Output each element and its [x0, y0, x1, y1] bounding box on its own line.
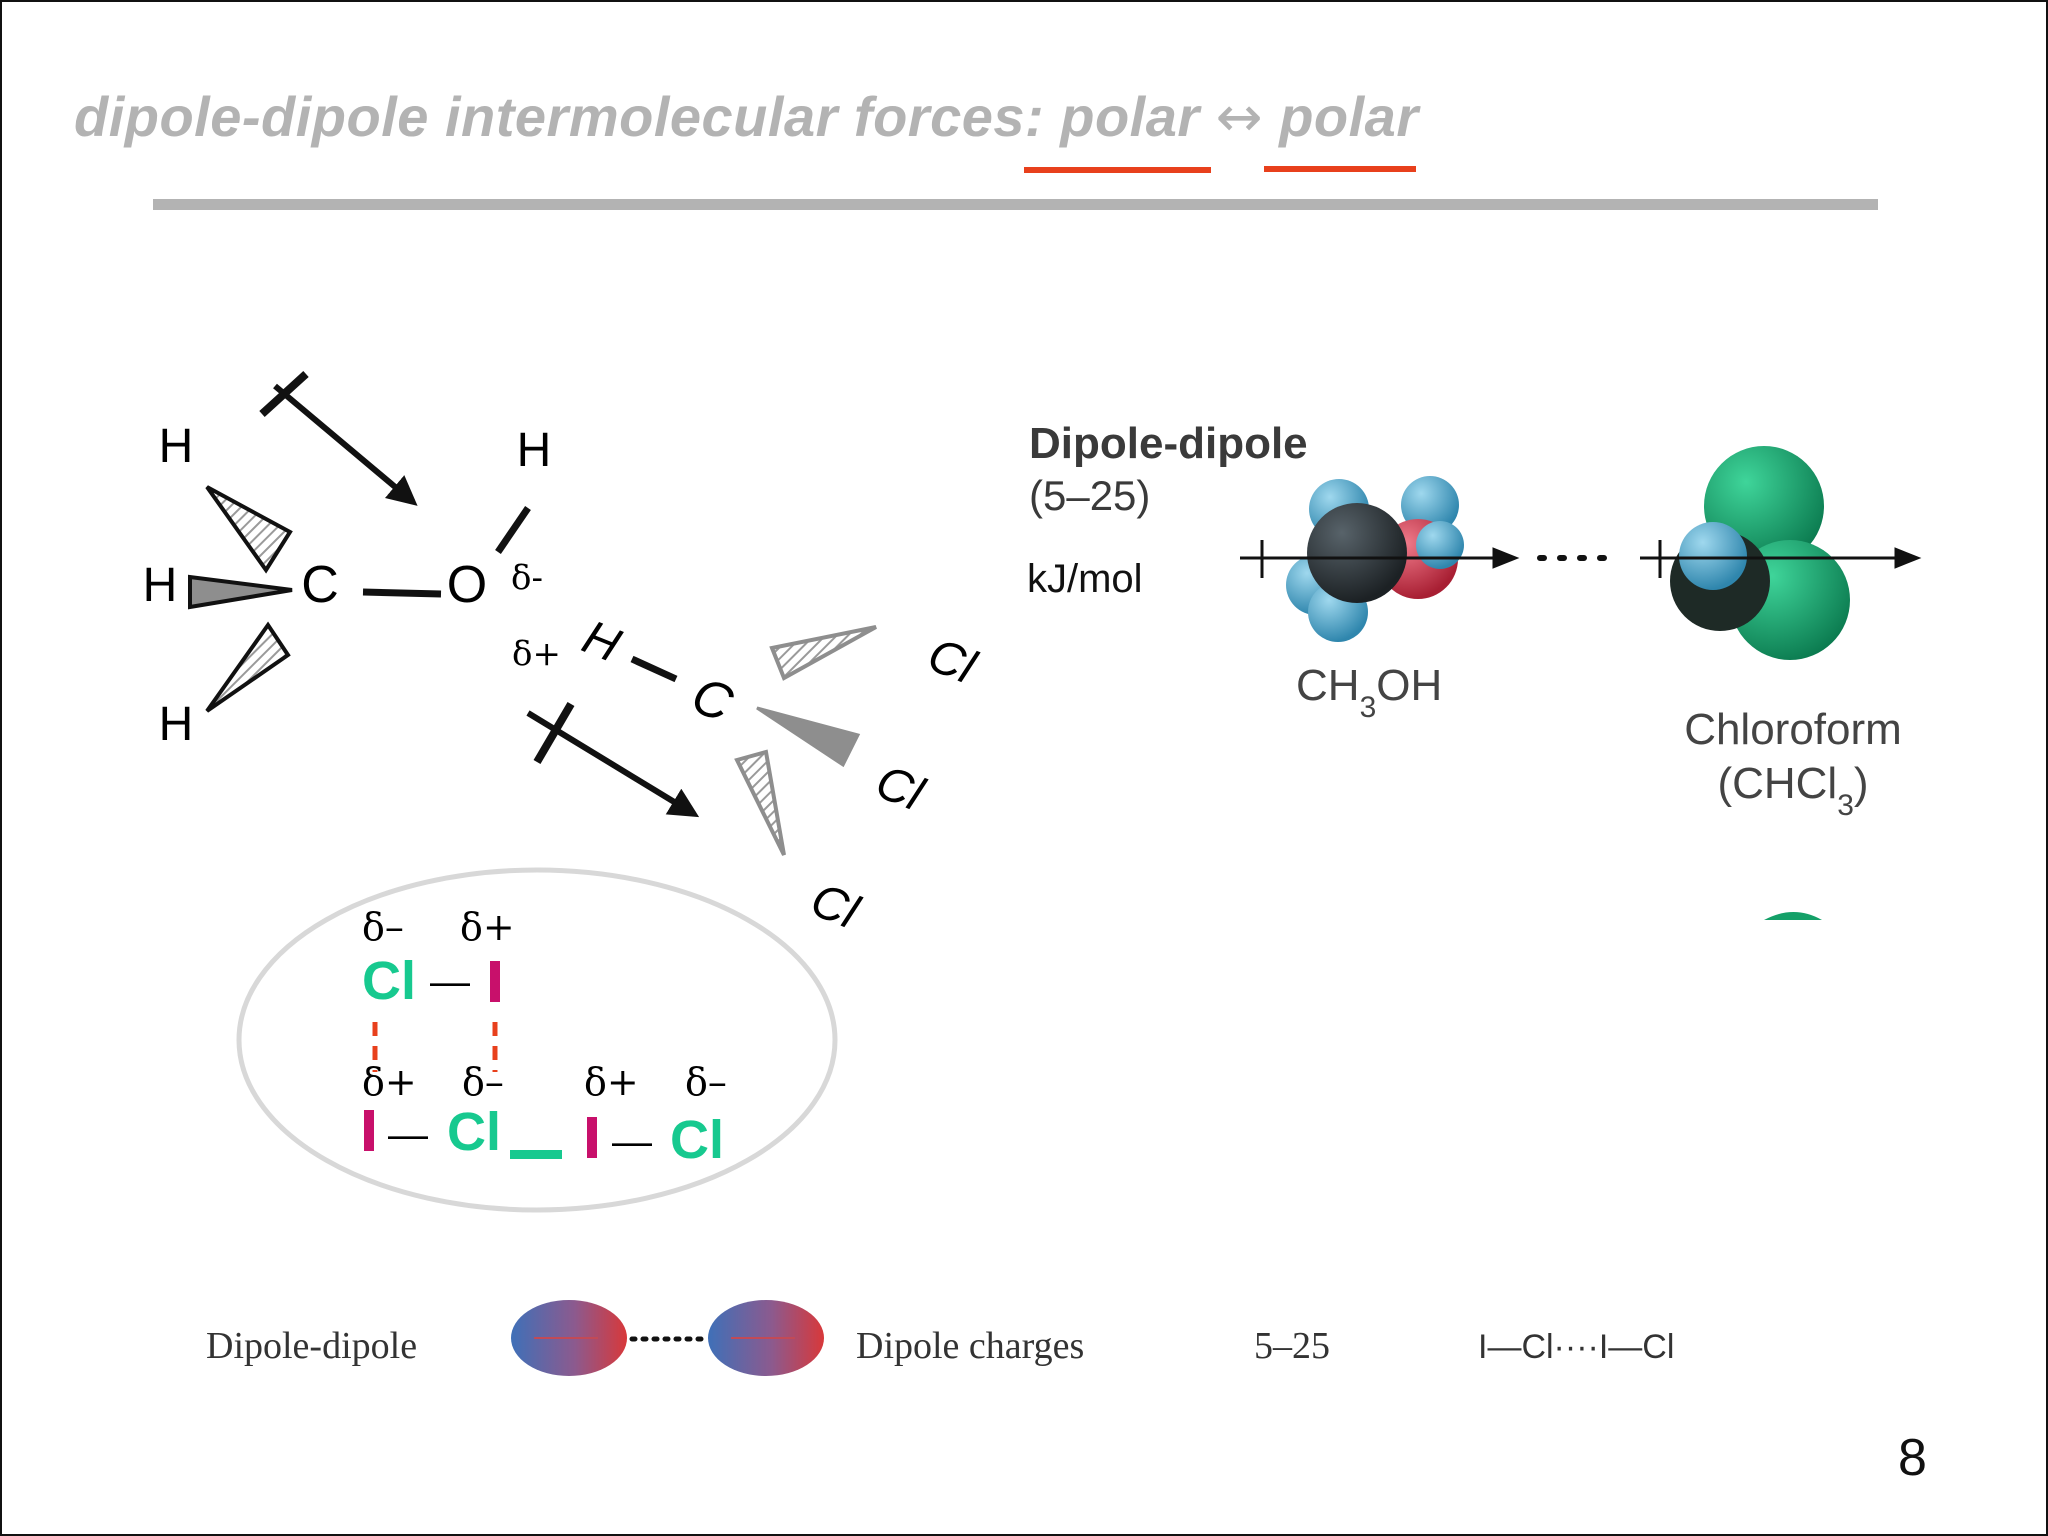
- row-basis: Dipole charges: [856, 1325, 1084, 1367]
- dipole-arrow-methanol-cross: [259, 371, 309, 417]
- partial-sphere-cropped: [1764, 912, 1822, 920]
- icl-inset: δ– δ+ Cl — δ+ δ– δ+ δ– — Cl — Cl: [236, 867, 838, 1213]
- label-chcl3: (CHCl3): [1717, 759, 1868, 822]
- atom-h-top: H: [159, 420, 194, 473]
- atom-c-methanol: C: [301, 556, 339, 614]
- inset-cl-2: Cl: [447, 1102, 501, 1162]
- atom-h-hydroxyl: H: [517, 424, 552, 477]
- atom-cl-2: Cl: [868, 755, 931, 822]
- bond-o-h: [495, 506, 531, 554]
- wedge-hatched-cl3: [734, 749, 786, 856]
- inset-cl-3: Cl: [670, 1110, 724, 1170]
- wedge-hatched-top: [205, 485, 293, 574]
- inset-i-3: [587, 1117, 597, 1158]
- title-rule: [153, 199, 1878, 210]
- inset-delta-plus-2: δ+: [362, 1060, 417, 1104]
- page-number: 8: [1898, 1429, 1927, 1487]
- title-prefix: dipole-dipole intermolecular forces:: [74, 85, 1061, 148]
- inset-separator: [510, 1150, 562, 1159]
- inset-delta-minus-2: δ–: [462, 1060, 504, 1104]
- delta-minus-oxygen: δ-: [511, 558, 543, 598]
- wedge-hatched-bottom: [205, 621, 291, 713]
- inset-cl-1: Cl: [362, 951, 416, 1011]
- inset-ellipse: [236, 867, 838, 1213]
- title-word-polar-2: polar: [1279, 85, 1419, 148]
- dipole-arrow-chloroform-cross: [533, 701, 575, 765]
- bond-h-c: [630, 655, 678, 683]
- delta-plus-hydrogen: δ+: [512, 634, 561, 674]
- figure-unit: kJ/mol: [1027, 557, 1143, 601]
- atom-o-methanol: O: [447, 556, 487, 614]
- underline-polar-1: [1024, 167, 1211, 173]
- atom-cl-3: Cl: [803, 873, 866, 940]
- methanol-structure: H H H C O H δ-: [143, 371, 552, 751]
- inset-delta-plus-3: δ+: [584, 1060, 639, 1104]
- wedge-solid-cl2: [756, 706, 861, 768]
- inset-i-1: [490, 961, 500, 1002]
- atom-c-chloroform: C: [684, 666, 741, 734]
- row-label: Dipole-dipole: [206, 1325, 417, 1367]
- dipole-arrow-methanol: [273, 383, 418, 506]
- wedge-hatched-cl1: [769, 625, 877, 681]
- chloroform-space-filling: [1670, 446, 1850, 660]
- atom-h-bottom: H: [159, 698, 194, 751]
- inset-delta-minus-1: δ–: [362, 905, 404, 949]
- figure-heading: Dipole-dipole: [1029, 419, 1308, 468]
- atom-h-left: H: [143, 559, 178, 612]
- title-arrow: ↔: [1215, 85, 1264, 150]
- wedge-solid-left: [188, 574, 293, 610]
- inset-bond-2: —: [388, 1113, 428, 1157]
- slide-title: dipole-dipole intermolecular forces: pol…: [74, 84, 1419, 150]
- inset-i-2: [364, 1110, 374, 1151]
- underline-polar-2: [1264, 166, 1416, 172]
- row-example: I—Cl····I—Cl: [1478, 1328, 1674, 1366]
- textbook-figure: Dipole-dipole (5–25) kJ/mol CH3OH Chloro…: [1027, 419, 1922, 920]
- bottom-table-row: Dipole-dipole Dipole charges 5–25 I—Cl··…: [206, 1300, 1674, 1376]
- row-energy: 5–25: [1254, 1325, 1330, 1367]
- inset-delta-plus-1: δ+: [460, 905, 515, 949]
- title-word-polar-1: polar: [1060, 85, 1200, 148]
- figure-range: (5–25): [1029, 472, 1150, 519]
- bond-c-o: [362, 588, 442, 598]
- inset-bond-1: —: [430, 960, 470, 1004]
- atom-h-chloroform: H: [575, 611, 627, 673]
- inset-delta-minus-3: δ–: [685, 1060, 727, 1104]
- label-chloroform: Chloroform: [1684, 705, 1902, 754]
- atom-cl-1: Cl: [920, 628, 983, 695]
- inset-bond-3: —: [612, 1120, 652, 1164]
- label-ch3oh: CH3OH: [1296, 661, 1442, 724]
